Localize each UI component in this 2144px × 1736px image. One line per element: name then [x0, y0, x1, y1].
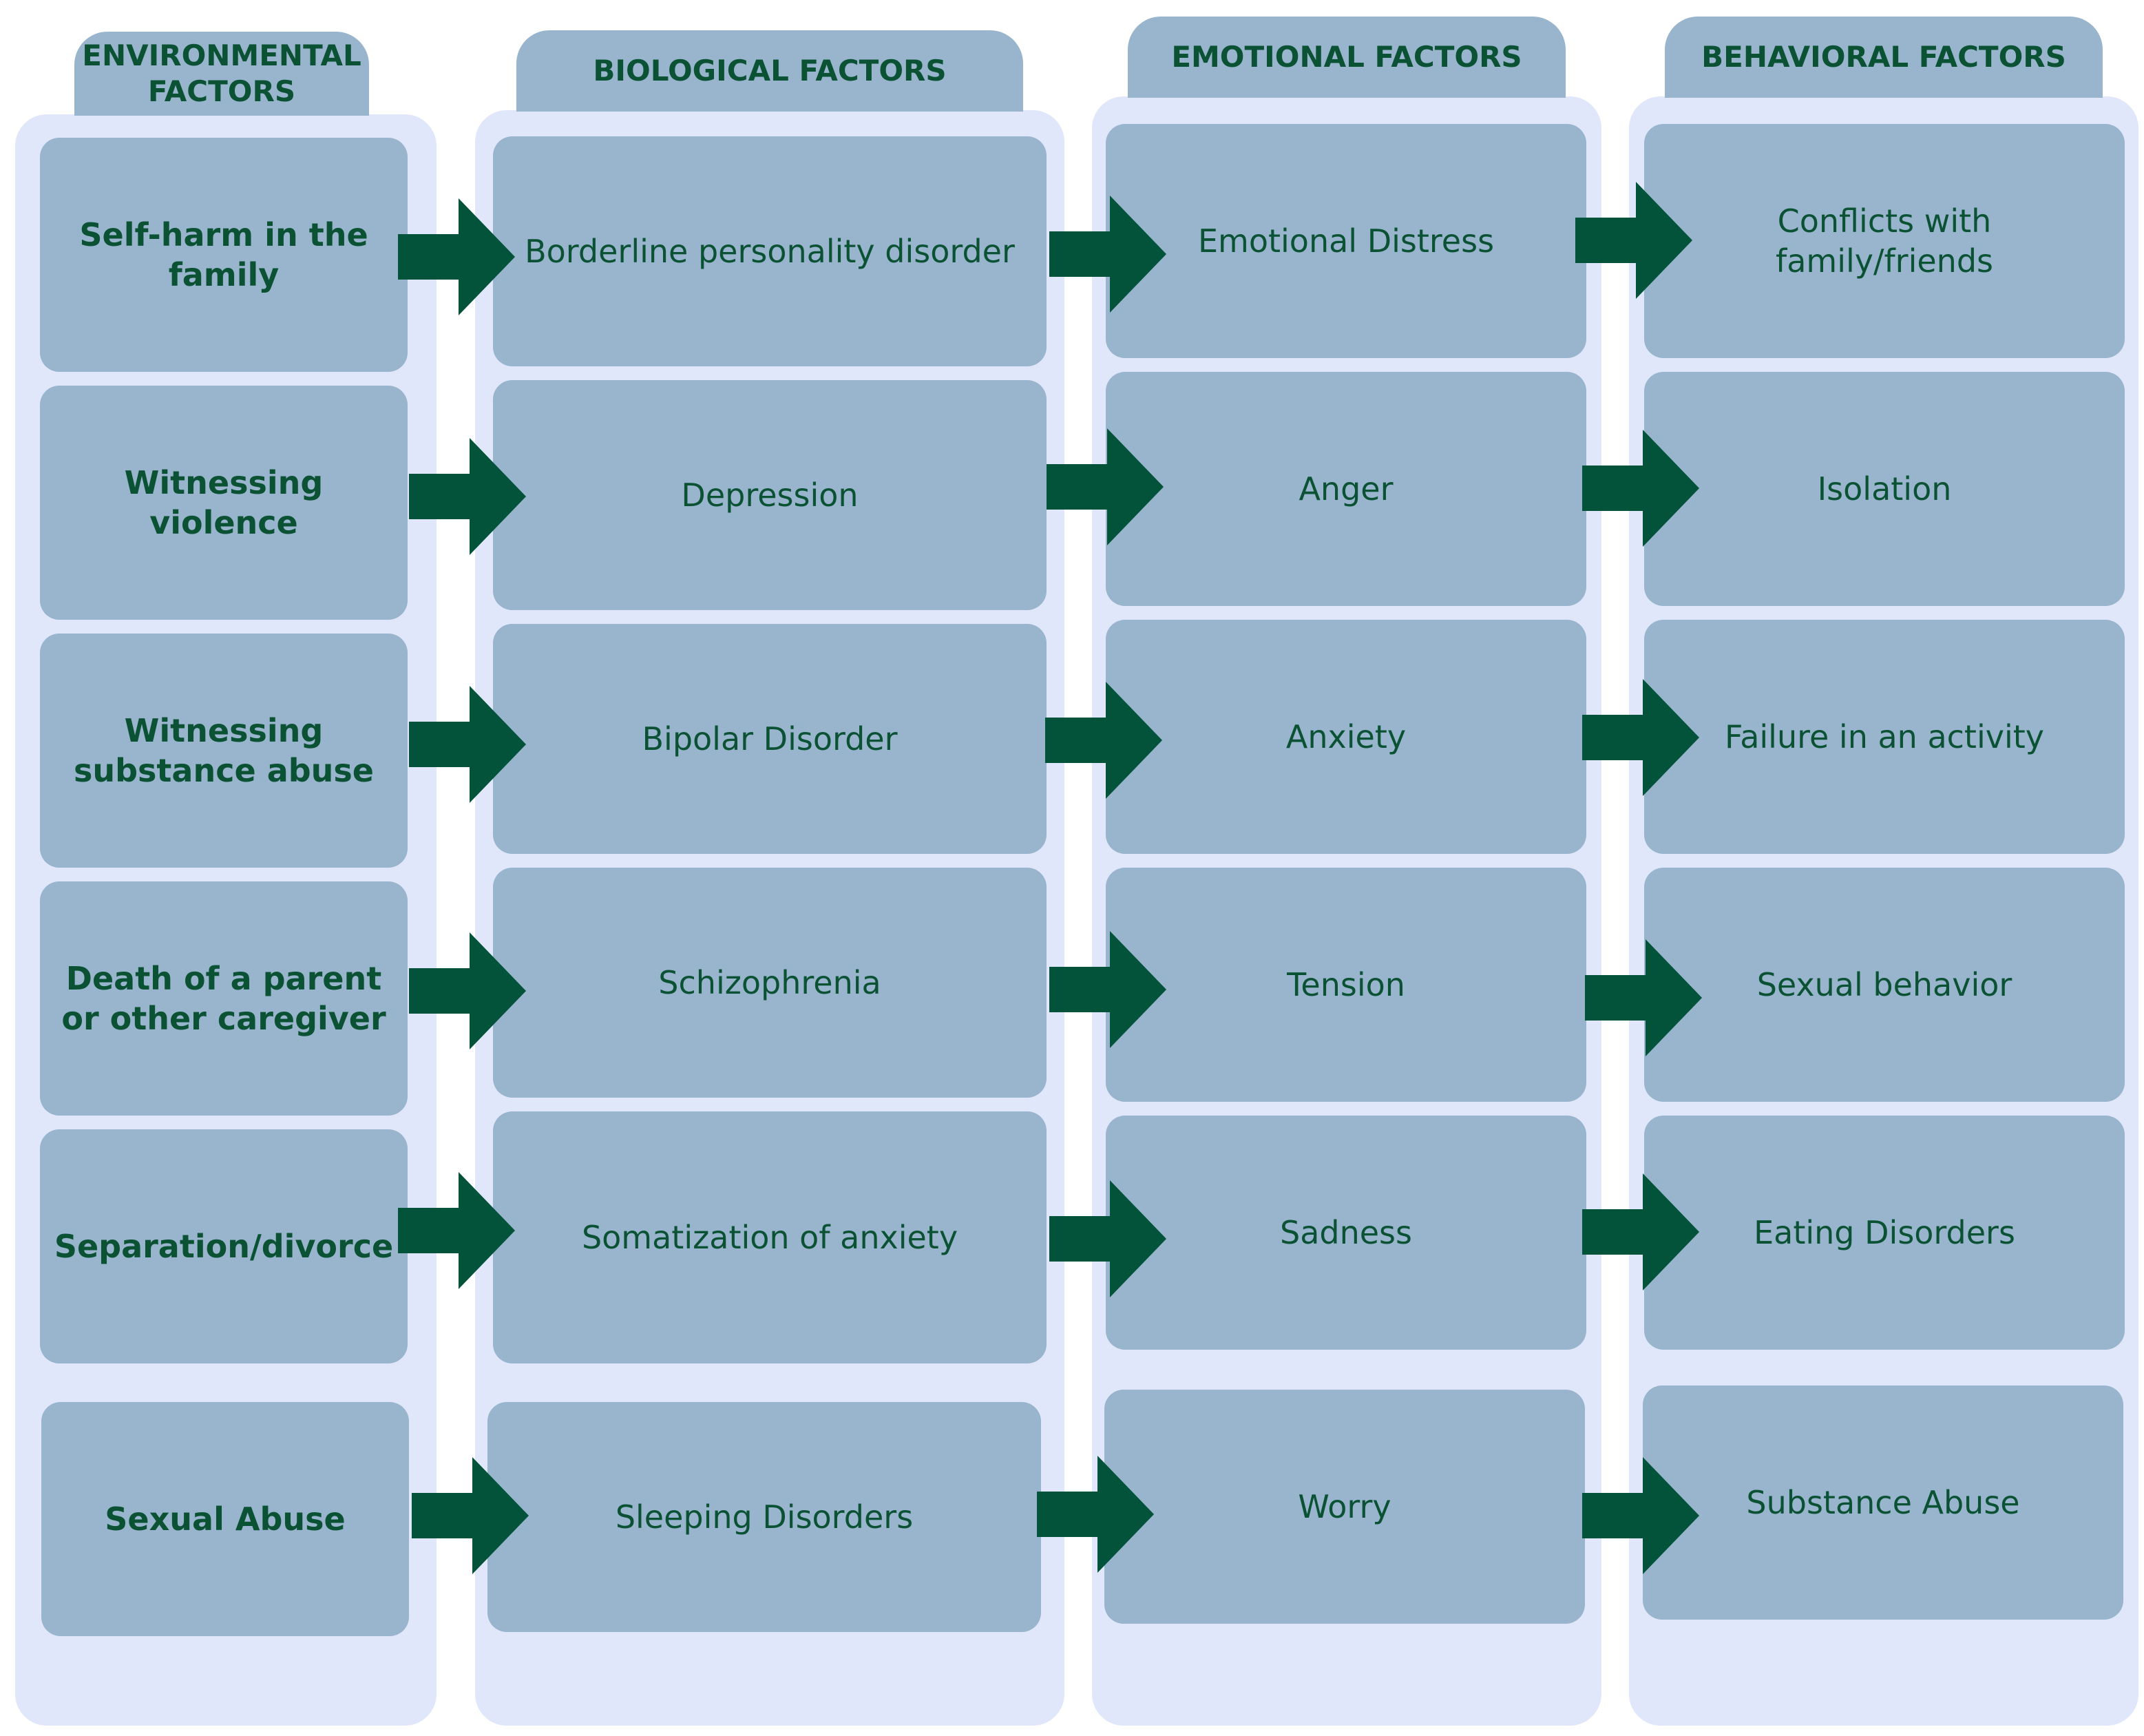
right-arrow-icon: [398, 198, 515, 315]
beh-card-6: Substance Abuse: [1643, 1385, 2123, 1620]
bio-card-1: Borderline personality disorder: [493, 136, 1047, 366]
right-arrow-icon: [1049, 931, 1166, 1048]
env-card-6: Sexual Abuse: [41, 1402, 409, 1636]
env-card-1: Self-harm in the family: [40, 138, 408, 372]
beh-card-4: Sexual behavior: [1644, 868, 2125, 1102]
beh-card-1: Conflicts with family/friends: [1644, 124, 2125, 358]
right-arrow-icon: [1049, 1180, 1166, 1297]
biological-factors-header: BIOLOGICAL FACTORS: [516, 30, 1023, 112]
beh-card-2: Isolation: [1644, 372, 2125, 606]
emo-card-6: Worry: [1104, 1390, 1585, 1624]
env-card-3: Witnessing substance abuse: [40, 634, 408, 868]
emo-card-5: Sadness: [1106, 1116, 1586, 1350]
beh-card-5: Eating Disorders: [1644, 1116, 2125, 1350]
right-arrow-icon: [1582, 1457, 1699, 1574]
bio-card-3: Bipolar Disorder: [493, 624, 1047, 854]
bio-card-6: Sleeping Disorders: [487, 1402, 1041, 1632]
right-arrow-icon: [1585, 939, 1702, 1056]
right-arrow-icon: [1045, 682, 1162, 799]
right-arrow-icon: [1582, 1173, 1699, 1290]
emo-card-4: Tension: [1106, 868, 1586, 1102]
right-arrow-icon: [1049, 196, 1166, 313]
emo-card-3: Anxiety: [1106, 620, 1586, 854]
right-arrow-icon: [409, 932, 526, 1049]
right-arrow-icon: [1047, 428, 1164, 545]
env-card-5: Separation/divorce: [40, 1129, 408, 1363]
behavioral-factors-header: BEHAVIORAL FACTORS: [1665, 17, 2103, 98]
beh-card-3: Failure in an activity: [1644, 620, 2125, 854]
emotional-factors-header: EMOTIONAL FACTORS: [1128, 17, 1566, 98]
right-arrow-icon: [1582, 430, 1699, 547]
emo-card-2: Anger: [1106, 372, 1586, 606]
right-arrow-icon: [409, 686, 526, 803]
environmental-factors-header: ENVIRONMENTAL FACTORS: [74, 32, 369, 116]
right-arrow-icon: [398, 1172, 515, 1289]
env-card-2: Witnessing violence: [40, 386, 408, 620]
right-arrow-icon: [409, 438, 526, 555]
right-arrow-icon: [1582, 679, 1699, 796]
bio-card-2: Depression: [493, 380, 1047, 610]
right-arrow-icon: [412, 1457, 529, 1574]
bio-card-5: Somatization of anxiety: [493, 1111, 1047, 1363]
bio-card-4: Schizophrenia: [493, 868, 1047, 1098]
right-arrow-icon: [1037, 1456, 1154, 1573]
emo-card-1: Emotional Distress: [1106, 124, 1586, 358]
env-card-4: Death of a parent or other caregiver: [40, 881, 408, 1116]
right-arrow-icon: [1575, 182, 1692, 299]
